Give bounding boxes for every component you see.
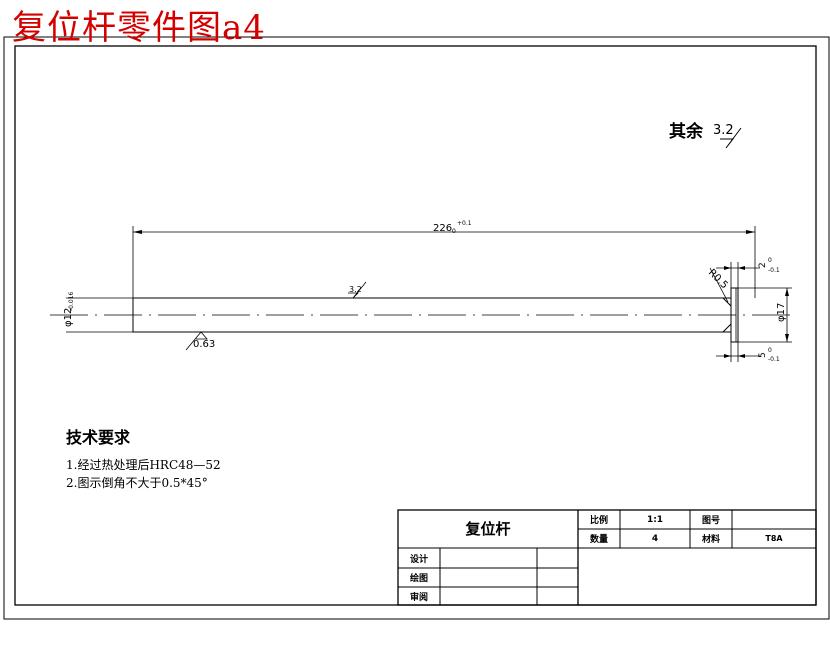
shaft-roughness-top-value: 3.2 bbox=[349, 285, 362, 294]
length-tol-lower: 0 bbox=[452, 228, 456, 235]
tech-requirement-item: 2.图示倒角不大于0.5*45° bbox=[66, 476, 208, 490]
title-block: 复位杆 比例 1:1 图号 数量 4 材料 T8A 设计 绘图 审阅 bbox=[397, 509, 817, 606]
rest-roughness-value: 3.2 bbox=[713, 123, 734, 138]
drawing-no-label: 图号 bbox=[702, 515, 720, 526]
roughness-symbol-icon bbox=[720, 127, 742, 149]
head-width-tol-top: 0 bbox=[768, 257, 772, 264]
shaft-roughness-top: 3.2 bbox=[348, 281, 367, 299]
part-name: 复位杆 bbox=[464, 520, 510, 538]
scale-value: 1:1 bbox=[647, 515, 663, 525]
shaft-roughness-bottom: 0.63 bbox=[185, 331, 215, 351]
length-tol-upper: +0.1 bbox=[457, 220, 472, 227]
outer-border bbox=[3, 36, 830, 620]
material-label: 材料 bbox=[701, 533, 720, 545]
left-diameter-value: φ12 bbox=[63, 308, 74, 327]
length-value: 226 bbox=[433, 223, 452, 234]
tech-requirements-heading: 技术要求 bbox=[66, 428, 131, 447]
head-offset-dimension: 5 0 -0.1 bbox=[716, 342, 780, 363]
shaft-roughness-bottom-value: 0.63 bbox=[193, 339, 215, 350]
left-diameter-tol: -0.016 bbox=[68, 291, 75, 311]
head-diameter-dimension: φ17 bbox=[738, 287, 792, 343]
qty-value: 4 bbox=[652, 534, 658, 544]
qty-label: 数量 bbox=[590, 533, 608, 545]
head-offset-tol-top: 0 bbox=[768, 347, 772, 354]
tech-requirement-item: 1.经过热处理后HRC48—52 bbox=[66, 458, 221, 472]
design-label: 设计 bbox=[410, 553, 428, 565]
drawing-label: 绘图 bbox=[410, 572, 428, 584]
page-title: 复位杆零件图a4 bbox=[12, 8, 266, 48]
length-dimension: 226 +0.1 0 bbox=[132, 220, 756, 298]
rest-roughness-note: 其余 3.2 bbox=[669, 121, 742, 149]
tech-requirements: 技术要求 1.经过热处理后HRC48—52 2.图示倒角不大于0.5*45° bbox=[66, 428, 221, 490]
head-width-tol-bottom: -0.1 bbox=[768, 267, 780, 274]
head-offset-tol-bottom: -0.1 bbox=[768, 356, 780, 363]
left-diameter-label: φ12 -0.016 bbox=[63, 291, 75, 327]
head-offset-value: 5 bbox=[758, 352, 768, 358]
chamfer-callout: R0.5 bbox=[706, 267, 730, 303]
review-label: 审阅 bbox=[410, 591, 428, 603]
scale-label: 比例 bbox=[590, 514, 608, 526]
chamfer-value: R0.5 bbox=[706, 267, 730, 291]
rest-roughness-label: 其余 bbox=[669, 121, 704, 142]
head-diameter-value: φ17 bbox=[776, 303, 787, 322]
head-width-value: 2 bbox=[758, 262, 768, 268]
material-value: T8A bbox=[765, 534, 783, 543]
head-width-dimension: 2 0 -0.1 bbox=[716, 257, 780, 288]
